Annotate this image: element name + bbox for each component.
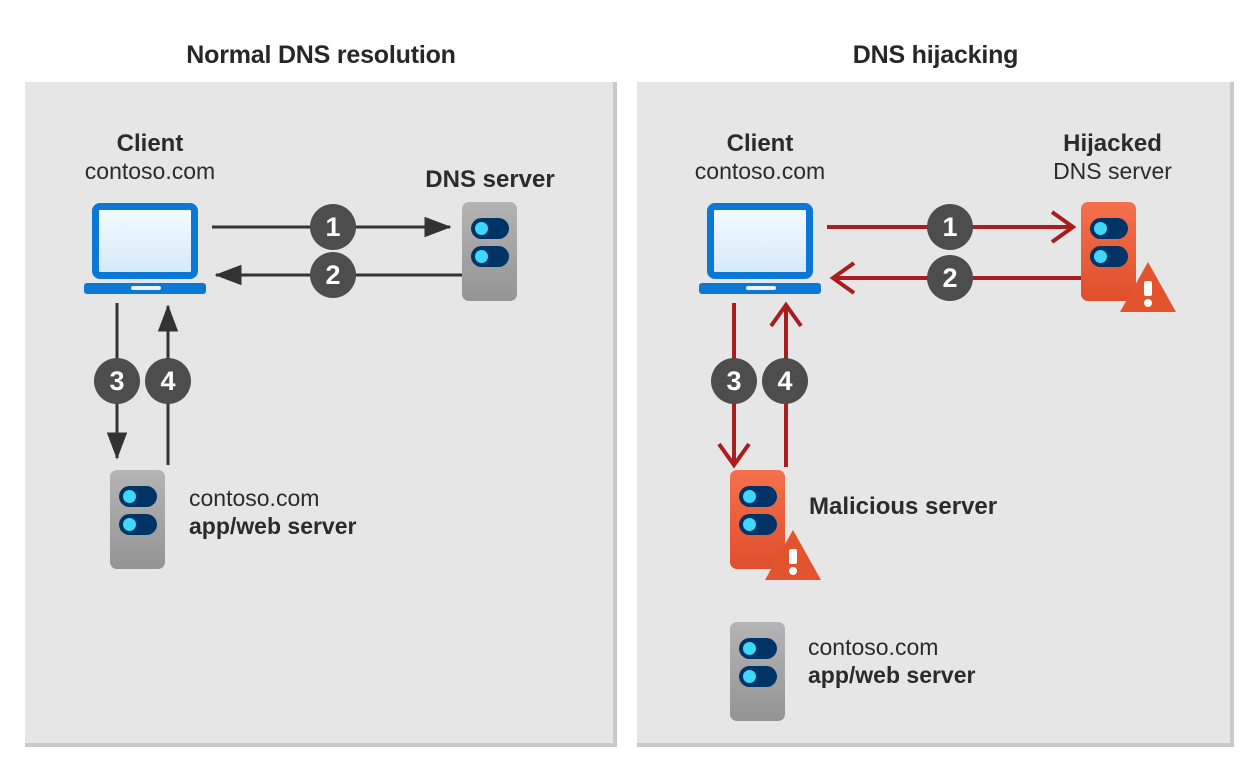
server-bay-1 [471,218,509,239]
label-hijacked-dns-server: Hijacked DNS server [1005,130,1220,185]
warning-exclamation-dot [789,567,797,575]
label-client-domain: contoso.com [694,158,826,185]
warning-icon-malicious-server [765,530,821,580]
label-client-hijacking: Client contoso.com [650,130,870,185]
warning-exclamation-bar [789,549,797,564]
step-badge-2-hijacking: 2 [927,255,973,301]
server-led-2 [123,518,136,531]
step-badge-4-normal: 4 [145,358,191,404]
server-icon-grey-appweb-normal [110,470,165,569]
label-hijacked-title: Hijacked [1063,130,1162,157]
label-client-normal: Client contoso.com [40,130,260,185]
label-appweb-domain: contoso.com [189,485,320,511]
server-icon-grey-dns-normal [462,202,517,301]
label-malicious-server: Malicious server [809,493,998,520]
step-badge-1-hijacking: 1 [927,204,973,250]
step-badge-3-normal: 3 [94,358,140,404]
warning-exclamation-dot [1144,299,1152,307]
server-led-2 [743,670,756,683]
laptop-icon-client-hijacking [699,203,821,295]
panel-title-normal-dns-resolution: Normal DNS resolution [186,41,456,69]
server-bay-1 [119,486,157,507]
server-bay-1 [739,486,777,507]
server-bay-1 [739,638,777,659]
label-dns-server-normal: DNS server [385,166,595,194]
server-led-1 [1094,222,1107,235]
server-led-1 [743,490,756,503]
warning-exclamation-bar [1144,281,1152,296]
label-appweb-server-hijacking: contoso.com app/web server [808,633,975,689]
laptop-notch [746,286,776,290]
server-bay-2 [1090,246,1128,267]
laptop-screen [92,203,198,279]
label-dns-server-title: DNS server [425,166,555,193]
server-bay-2 [739,666,777,687]
laptop-notch [131,286,161,290]
server-bay-2 [119,514,157,535]
server-led-2 [743,518,756,531]
label-appweb-title: app/web server [808,662,976,689]
server-led-2 [475,250,488,263]
server-icon-red-hijacked-dns [1081,202,1136,301]
server-bay-2 [471,246,509,267]
label-appweb-domain: contoso.com [808,634,939,660]
label-appweb-server-normal: contoso.com app/web server [189,484,356,540]
server-bay-2 [739,514,777,535]
laptop-icon-client-normal [84,203,206,295]
step-badge-1-normal: 1 [310,204,356,250]
laptop-screen [707,203,813,279]
server-led-1 [123,490,136,503]
server-led-1 [475,222,488,235]
label-hijacked-domain: DNS server [1053,158,1172,185]
panel-normal-dns-resolution [25,82,617,747]
label-client-title: Client [726,130,794,157]
panel-title-dns-hijacking: DNS hijacking [852,41,1019,69]
server-icon-grey-appweb-hijacking [730,622,785,721]
step-badge-2-normal: 2 [310,252,356,298]
step-badge-4-hijacking: 4 [762,358,808,404]
server-led-2 [1094,250,1107,263]
server-led-1 [743,642,756,655]
server-bay-1 [1090,218,1128,239]
step-badge-3-hijacking: 3 [711,358,757,404]
label-appweb-title: app/web server [189,513,357,540]
warning-icon-hijacked-dns [1120,262,1176,312]
label-client-title: Client [116,130,184,157]
label-client-domain: contoso.com [84,158,216,185]
